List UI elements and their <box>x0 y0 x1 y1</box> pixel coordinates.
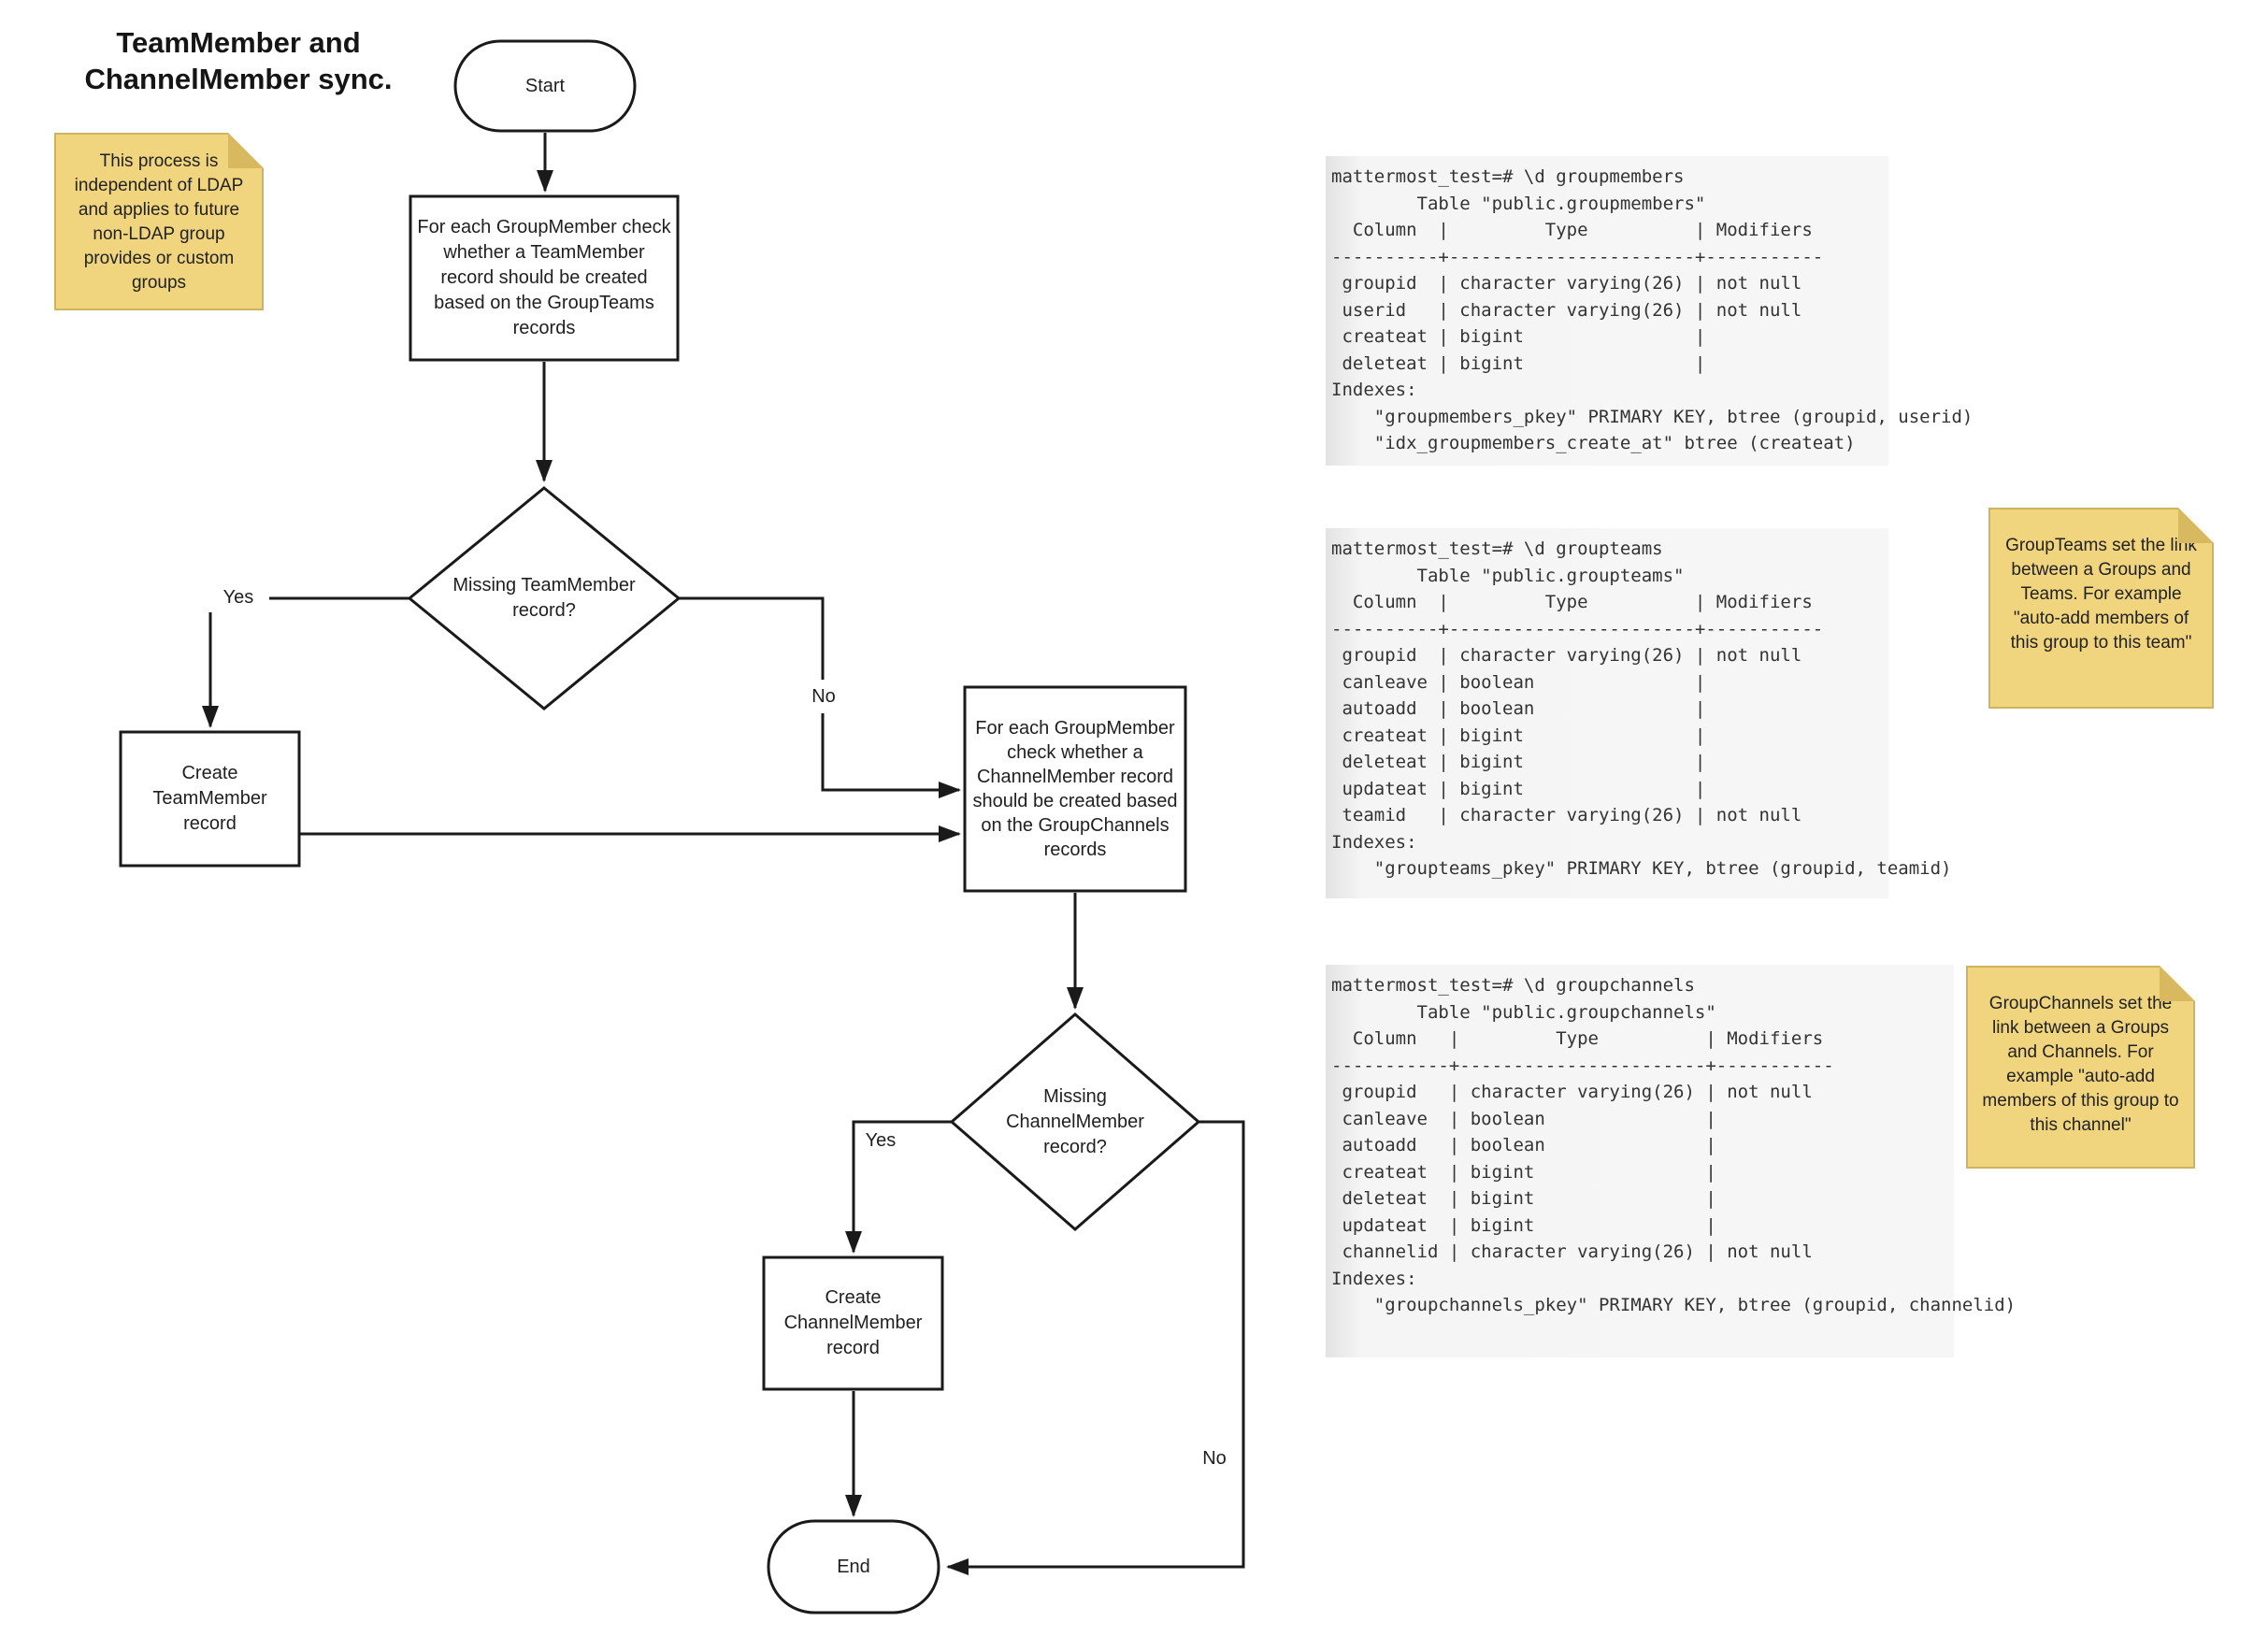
process2-label: For each GroupMember check whether a Cha… <box>972 718 1178 860</box>
process2-shape <box>963 685 1187 893</box>
decision1-shape <box>407 486 682 710</box>
decision2-label: Missing ChannelMember record? <box>1006 1085 1144 1157</box>
process1-label: For each GroupMember check whether a Tea… <box>417 217 671 338</box>
edge-decision2-no <box>946 1120 1245 1575</box>
process1-shape <box>409 194 680 362</box>
sticky-note-groupchannels: GroupChannels set the link between a Gro… <box>1966 966 2195 1169</box>
sticky-note-groupteams: GroupTeams set the link between a Groups… <box>1988 508 2214 709</box>
edge-label-yes-2: Yes <box>865 1129 897 1151</box>
terminal-groupchannels: mattermost_test=# \d groupchannels Table… <box>1326 965 2017 1357</box>
create-teammember-shape <box>119 730 301 868</box>
decision2-shape <box>949 1012 1201 1231</box>
diagram-title: TeamMember and ChannelMember sync. <box>75 24 402 97</box>
create-channelmember-label: Create ChannelMember record <box>783 1287 923 1358</box>
diagram-title-line2: ChannelMember sync. <box>84 63 393 95</box>
sticky-note-text: This process is independent of LDAP and … <box>74 151 244 293</box>
edge-decision2-yes <box>845 1120 952 1254</box>
terminal-groupteams: mattermost_test=# \d groupteams Table "p… <box>1326 528 1951 898</box>
start-node-shape <box>453 39 637 133</box>
sticky-note-ldap: This process is independent of LDAP and … <box>54 133 264 310</box>
terminal-groupmembers: mattermost_test=# \d groupmembers Table … <box>1326 156 1974 466</box>
edge-label-no-2: No <box>1202 1447 1227 1469</box>
edge-label-no-1: No <box>795 680 853 713</box>
end-node-label: End <box>837 1556 870 1577</box>
end-node-shape <box>767 1519 940 1614</box>
diagram-title-line1: TeamMember and <box>116 26 361 59</box>
psql-output-groupchannels: mattermost_test=# \d groupchannels Table… <box>1331 975 2017 1315</box>
psql-output-groupmembers: mattermost_test=# \d groupmembers Table … <box>1331 166 1974 453</box>
create-channelmember-shape <box>762 1256 944 1391</box>
edge-label-yes-1: Yes <box>208 582 269 612</box>
sticky-note-text: GroupChannels set the link between a Gro… <box>1982 994 2179 1135</box>
sticky-note-text: GroupTeams set the link between a Groups… <box>2005 536 2197 653</box>
decision1-label: Missing TeamMember record? <box>452 575 636 621</box>
edge-decision1-yes <box>202 596 409 728</box>
start-node-label: Start <box>524 75 566 96</box>
create-teammember-label: Create TeamMember record <box>152 763 267 834</box>
